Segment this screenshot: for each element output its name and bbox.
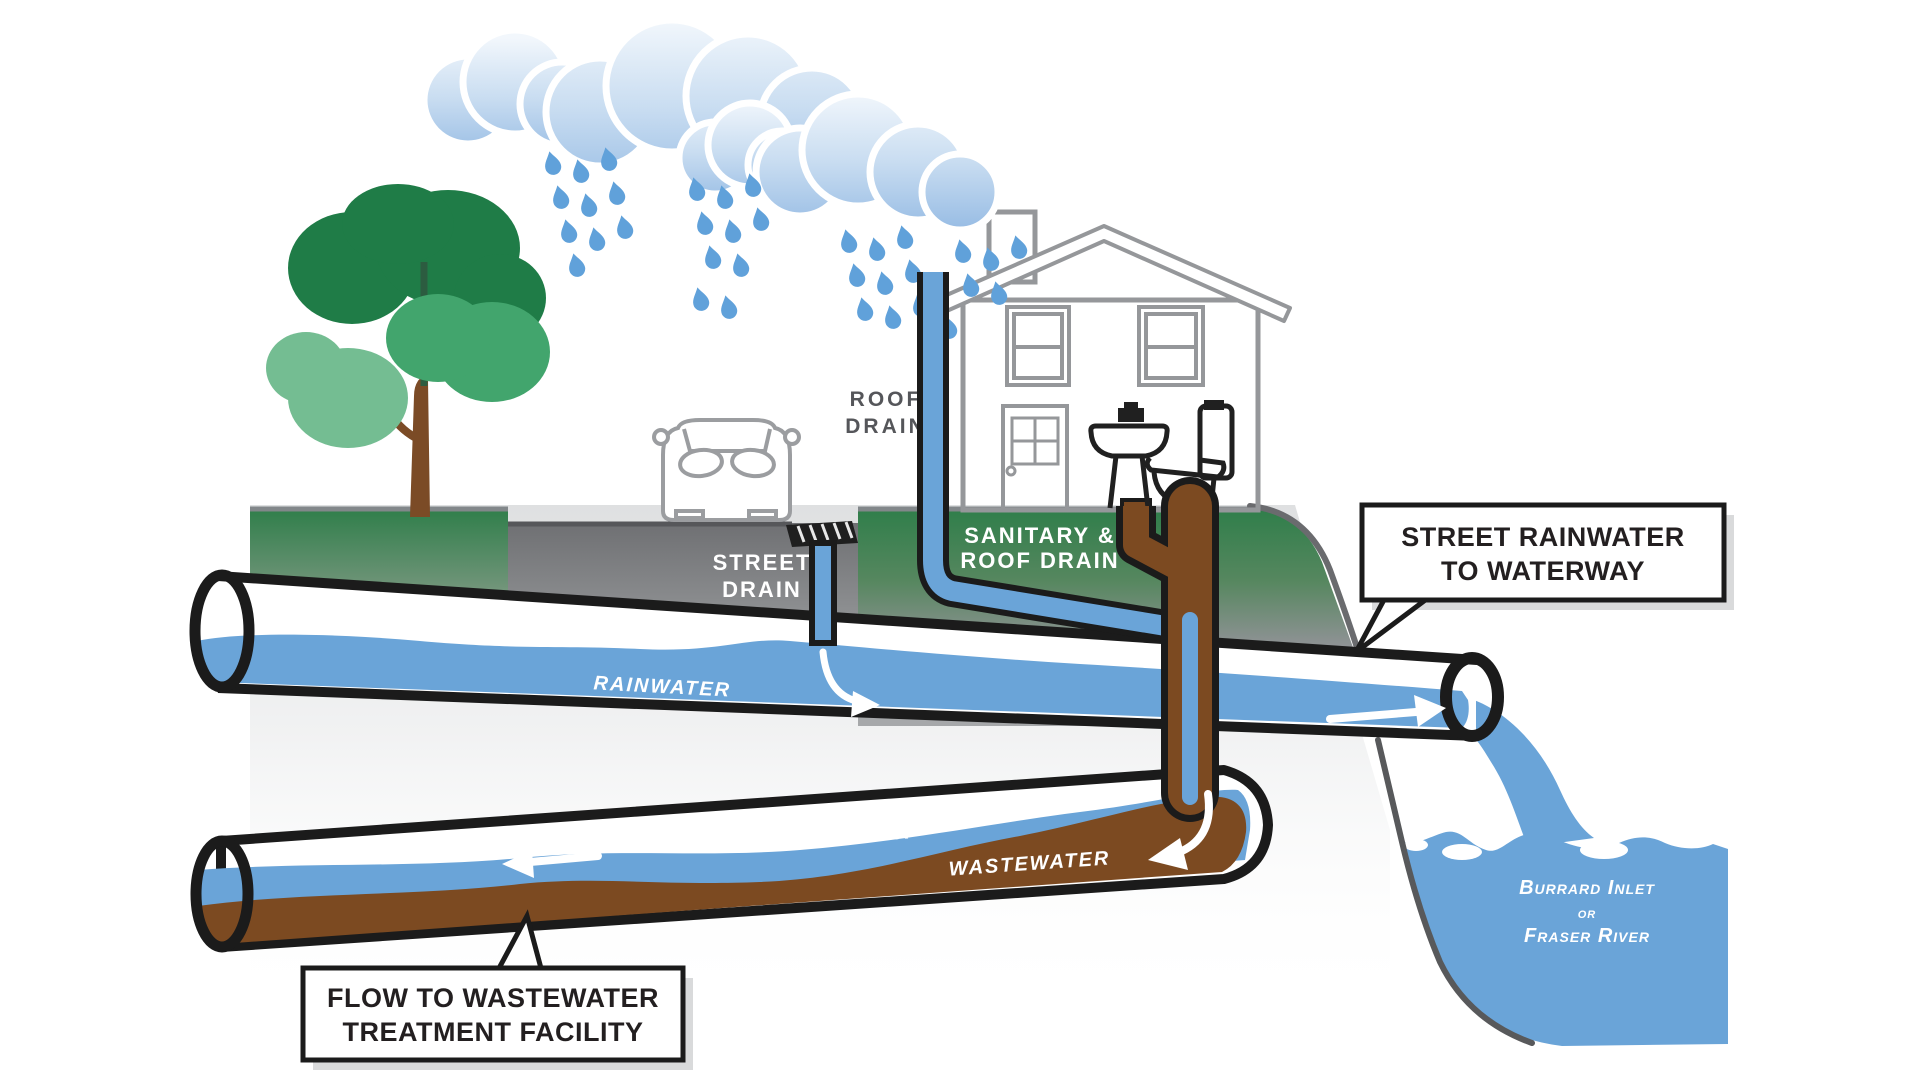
pipe-outlet-ring [1440, 652, 1504, 742]
svg-text:DRAIN: DRAIN [845, 415, 927, 438]
svg-text:DRAIN: DRAIN [722, 577, 802, 602]
flow-arrow-right [1326, 695, 1446, 727]
sink-icon [1088, 402, 1170, 509]
labels: ROOF DRAIN STREET DRAIN SANITARY & ROOF … [713, 388, 1119, 602]
combined-sewer-pipe: RAINWATER WASTEWATER [190, 765, 1273, 953]
bank-edge-lower [1375, 737, 1535, 1046]
svg-text:TO WATERWAY: TO WATERWAY [1441, 556, 1645, 586]
flow-arrow-left [502, 850, 602, 878]
discharge-arrow [1148, 790, 1213, 870]
svg-text:STREET RAINWATER: STREET RAINWATER [1401, 522, 1685, 552]
sanitary-stack-pipe [1116, 477, 1219, 870]
street-drain-label: STREET [713, 550, 812, 575]
roof-drain-label: ROOF [850, 388, 923, 411]
car-icon [652, 418, 801, 522]
door [1001, 404, 1069, 512]
svg-text:TREATMENT FACILITY: TREATMENT FACILITY [343, 1017, 644, 1047]
bank-edge-upper [1247, 503, 1367, 673]
window-left [1005, 305, 1071, 387]
rain-cloud-icon [420, 16, 1002, 234]
waterway: Burrard Inlet or Fraser River [1400, 831, 1728, 1046]
sanitary-roof-drain-label: SANITARY & [964, 523, 1116, 548]
callout-treatment: FLOW TO WASTEWATER TREATMENT FACILITY [300, 909, 693, 1070]
callout-street-rainwater: STREET RAINWATER TO WATERWAY [1353, 502, 1734, 654]
svg-text:Fraser River: Fraser River [1524, 925, 1650, 947]
svg-text:or: or [1578, 905, 1597, 922]
waterway-label: Burrard Inlet [1519, 877, 1655, 899]
svg-text:FLOW TO WASTEWATER: FLOW TO WASTEWATER [327, 983, 659, 1013]
roof-drain-pipe [917, 272, 1181, 644]
street-drain-pipe [809, 540, 880, 717]
svg-text:ROOF DRAIN: ROOF DRAIN [960, 548, 1119, 573]
tree-icon [266, 184, 550, 517]
sewer-wastewater [198, 796, 1247, 944]
window-right [1137, 305, 1205, 387]
street-drain-grate [786, 521, 858, 547]
